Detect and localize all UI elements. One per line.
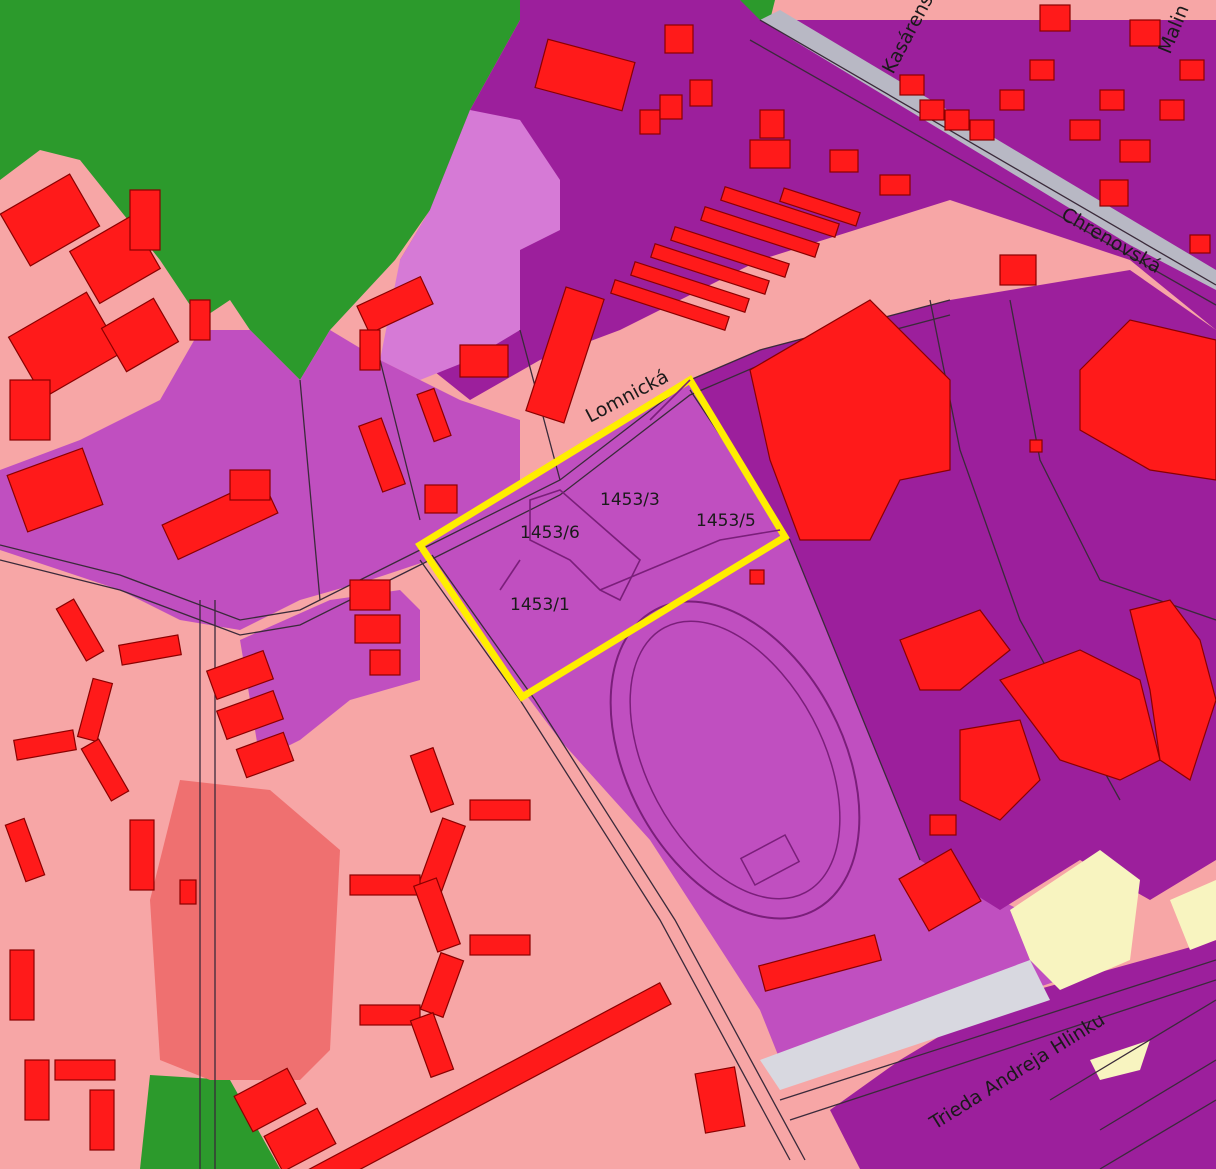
parcel-label-1453-5: 1453/5 — [696, 511, 756, 531]
pale-yellow-zone-3 — [1090, 1040, 1150, 1080]
civic-zone-southeast — [830, 940, 1216, 1169]
pale-yellow-zone-2 — [1170, 880, 1216, 950]
parcel-label-1453-3: 1453/3 — [600, 490, 660, 510]
buildings — [0, 4, 1216, 1169]
forest-zone-bottom — [140, 1075, 280, 1169]
parcel-label-1453-1: 1453/1 — [510, 595, 570, 615]
civic-zone-central — [420, 380, 1060, 1060]
road-chrenovska — [760, 10, 1216, 290]
pale-yellow-zone — [1010, 850, 1140, 990]
running-track — [609, 600, 861, 920]
forest-zone-top-right — [740, 0, 775, 20]
parcel-label-1453-6: 1453/6 — [520, 523, 580, 543]
road-trieda-hlinku — [760, 960, 1050, 1090]
salmon-zone — [150, 780, 340, 1080]
parcel-interior-lines — [499, 379, 781, 602]
forest-zone-top — [0, 0, 520, 380]
highlighted-parcel-boundary — [415, 375, 790, 702]
civic-zone-northwest — [380, 110, 560, 380]
